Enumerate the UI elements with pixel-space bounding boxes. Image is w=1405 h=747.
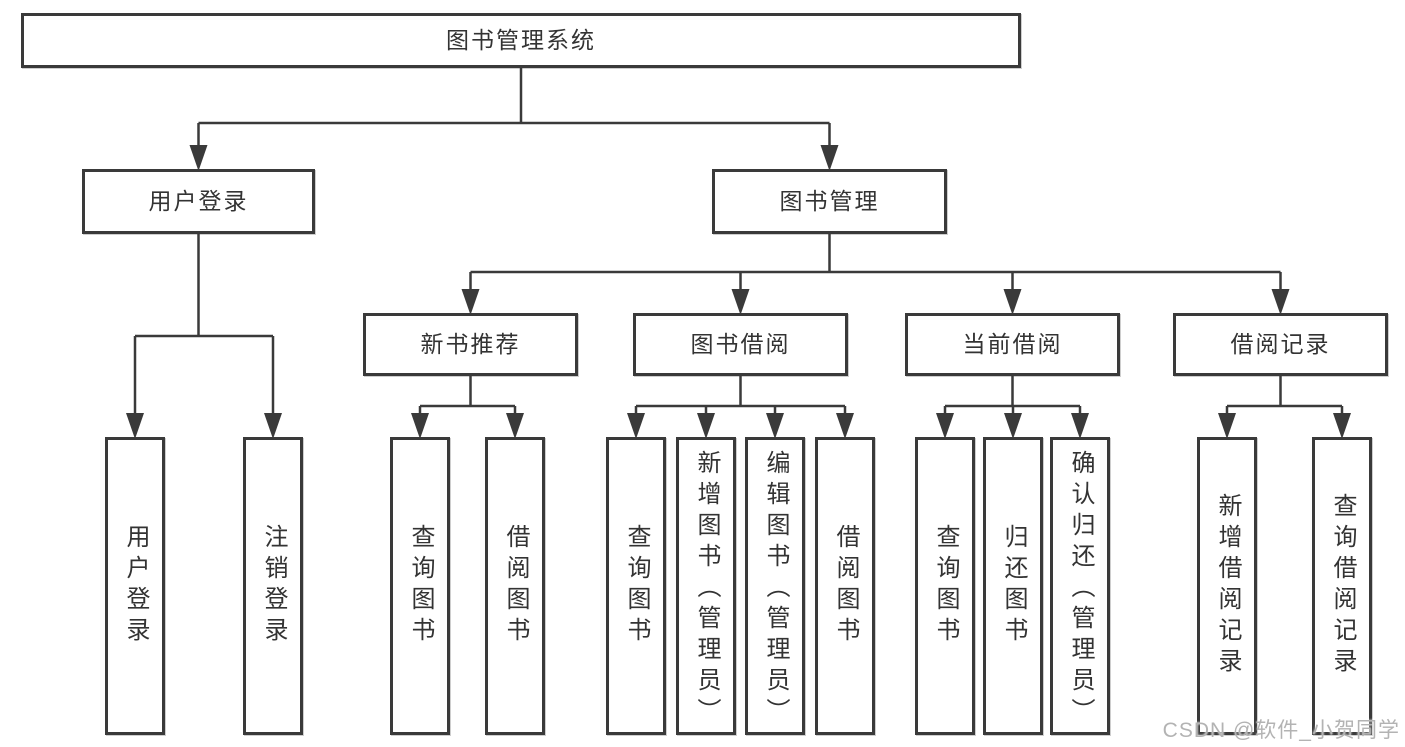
connector-line — [634, 376, 847, 417]
leaf-search-borrow-record: 查询借阅记录 — [1312, 437, 1372, 735]
connector-line — [133, 234, 275, 417]
leaf-user-login: 用户登录 — [105, 437, 165, 735]
arrowhead — [766, 413, 784, 439]
node-borrowing-records: 借阅记录 — [1173, 313, 1388, 376]
node-current-borrowing: 当前借阅 — [905, 313, 1120, 376]
connector-g2 — [627, 376, 854, 439]
connector-line — [469, 234, 1282, 293]
connector-g1 — [411, 376, 524, 439]
watermark: CSDN @软件_小贺同学 — [1162, 719, 1400, 742]
node-new-book-recommendation: 新书推荐 — [363, 313, 578, 376]
connector-line — [943, 376, 1082, 417]
node-user-login: 用户登录 — [82, 169, 315, 234]
leaf-search-books-borrowing: 查询图书 — [606, 437, 666, 735]
arrowhead — [731, 289, 750, 315]
arrowhead — [126, 413, 144, 439]
connector-root — [189, 68, 839, 171]
node-book-borrowing: 图书借阅 — [633, 313, 848, 376]
connector-mgmt — [461, 234, 1290, 315]
leaf-confirm-return-admin: 确认归还（管理员） — [1050, 437, 1110, 735]
arrowhead — [264, 413, 282, 439]
arrowhead — [1004, 413, 1022, 439]
arrowhead — [697, 413, 715, 439]
leaf-add-books-admin: 新增图书（管理员） — [676, 437, 736, 735]
arrowhead — [506, 413, 524, 439]
connector-login — [126, 234, 282, 439]
arrowhead — [1003, 289, 1022, 315]
arrowhead — [461, 289, 480, 315]
node-library-management-system: 图书管理系统 — [21, 13, 1021, 68]
arrowhead — [936, 413, 954, 439]
arrowhead — [1218, 413, 1236, 439]
leaf-edit-books-admin: 编辑图书（管理员） — [745, 437, 805, 735]
arrowhead — [189, 145, 208, 171]
arrowhead — [1271, 289, 1290, 315]
leaf-return-books: 归还图书 — [983, 437, 1043, 735]
connector-line — [197, 68, 831, 149]
arrowhead — [1333, 413, 1351, 439]
arrowhead — [411, 413, 429, 439]
connector-line — [1225, 376, 1344, 417]
node-book-management: 图书管理 — [712, 169, 947, 234]
leaf-borrow-books-recommend: 借阅图书 — [485, 437, 545, 735]
leaf-search-books-recommend: 查询图书 — [390, 437, 450, 735]
leaf-search-books-current: 查询图书 — [915, 437, 975, 735]
arrowhead — [1071, 413, 1089, 439]
arrowhead — [820, 145, 839, 171]
leaf-borrow-books-borrowing: 借阅图书 — [815, 437, 875, 735]
leaf-add-borrow-record: 新增借阅记录 — [1197, 437, 1257, 735]
arrowhead — [627, 413, 645, 439]
connector-g3 — [936, 376, 1089, 439]
connector-line — [418, 376, 517, 417]
leaf-logout-login: 注销登录 — [243, 437, 303, 735]
arrowhead — [836, 413, 854, 439]
connector-g4 — [1218, 376, 1351, 439]
